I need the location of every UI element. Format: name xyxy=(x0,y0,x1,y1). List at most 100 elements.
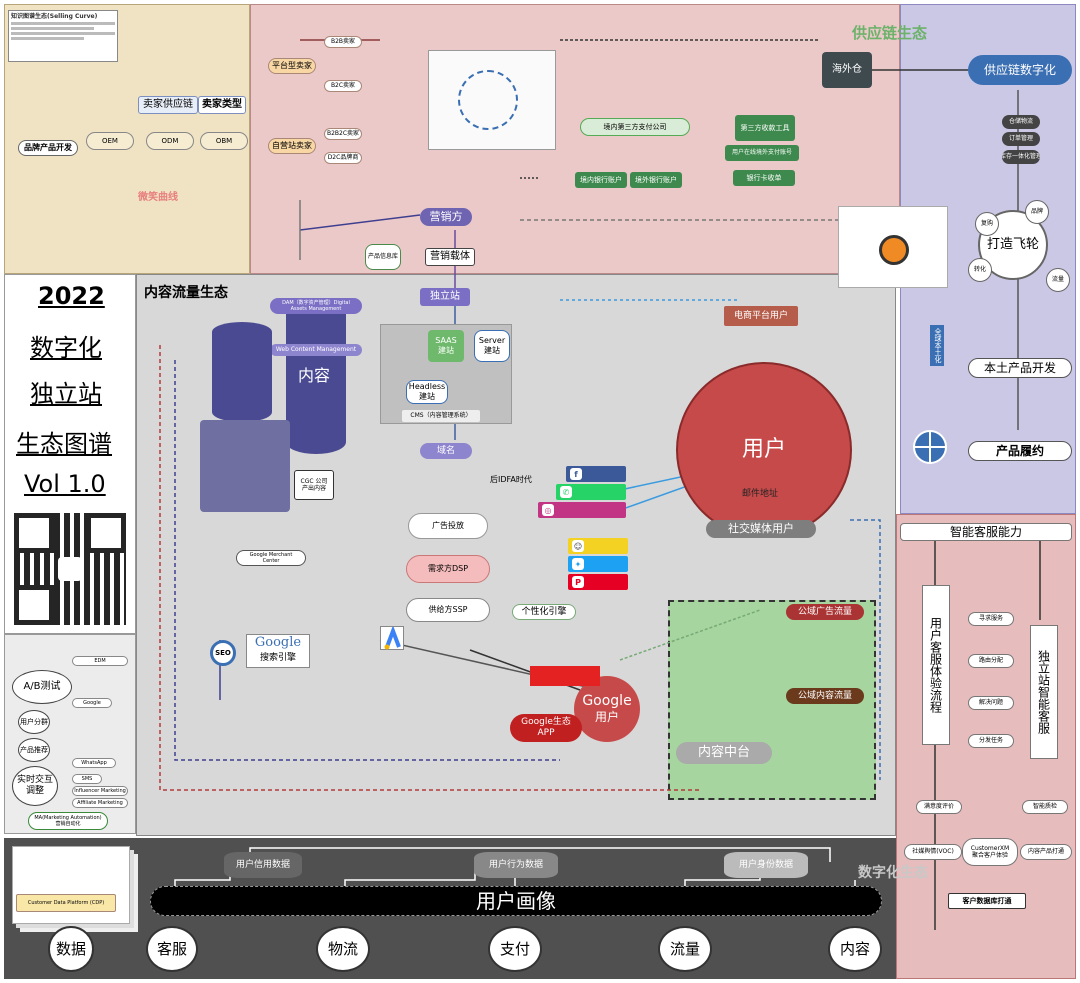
social-twitter[interactable]: ✦ xyxy=(568,556,628,572)
ma-item-influencer[interactable]: Influencer Marketing xyxy=(72,786,128,796)
marketing-carrier-pill[interactable]: 营销载体 xyxy=(425,248,475,266)
domestic-bank-pill[interactable]: 境内银行账户 xyxy=(575,172,627,188)
public-ad-traffic-pill[interactable]: 公域广告流量 xyxy=(786,604,864,620)
users-circle[interactable]: 用户 xyxy=(676,362,852,538)
cs-cdp-pill[interactable]: 客户数据库打通 xyxy=(948,893,1026,909)
ma-item-google[interactable]: Google xyxy=(72,698,112,708)
ma-pill[interactable]: MA(Marketing Automation)营销自动化 xyxy=(28,812,108,830)
cgc-box[interactable]: CGC 公司产出内容 xyxy=(294,470,334,500)
d2c-pill[interactable]: D2C品牌商 xyxy=(324,152,362,164)
odm-pill[interactable]: ODM xyxy=(146,132,194,150)
cs-content-fix-pill[interactable]: 内容产品打通 xyxy=(1020,844,1072,860)
social-facebook[interactable]: f xyxy=(566,466,626,482)
ab-test-circle[interactable]: A/B测试 xyxy=(12,670,72,704)
overseas-pay-pill[interactable]: 境内第三方支付公司 xyxy=(580,118,690,136)
social-users-pill[interactable]: 社交媒体用户 xyxy=(706,520,816,538)
third-party-pay-pill[interactable]: 第三方收款工具 xyxy=(735,115,795,141)
seller-chain-pill[interactable]: 卖家供应链 xyxy=(138,96,198,114)
seo-circle[interactable]: SEO xyxy=(210,640,236,666)
cs-step-2[interactable]: 路由分配 xyxy=(968,654,1014,668)
local-product-dev-pill[interactable]: 本土产品开发 xyxy=(968,358,1072,378)
cs-step-4[interactable]: 分发任务 xyxy=(968,734,1014,748)
self-seller-pill[interactable]: 自营站卖家 xyxy=(268,138,316,154)
cs-ai-box[interactable]: 独立站智能客服 xyxy=(1030,625,1058,759)
b2c-seller-pill[interactable]: B2C卖家 xyxy=(324,80,362,92)
social-instagram[interactable]: ◎ xyxy=(538,502,626,518)
traffic-circle[interactable]: 流量 xyxy=(658,926,712,972)
content-center-pill[interactable]: 内容中台 xyxy=(676,742,772,764)
overseas-warehouse-box[interactable]: 海外仓 xyxy=(822,52,872,88)
behavior-data-cylinder[interactable]: 用户行为数据 xyxy=(474,852,558,878)
ops-item-3[interactable]: 库存一体化管理 xyxy=(1002,150,1040,164)
ad-placement-circle[interactable]: 广告投放 xyxy=(408,513,488,539)
cs-cxm-pill[interactable]: CustomerXM 聚合客户体验 xyxy=(962,838,1018,866)
saas-site-box[interactable]: SAAS建站 xyxy=(428,330,464,362)
overseas-bank-pill[interactable]: 境外银行账户 xyxy=(630,172,682,188)
public-content-traffic-pill[interactable]: 公域内容流量 xyxy=(786,688,864,704)
google-merchant-pill[interactable]: Google Merchant Center xyxy=(236,550,306,566)
google-app-pill[interactable]: Google生态APP xyxy=(510,714,582,742)
wcm-pill[interactable]: Web Content Management xyxy=(270,344,362,356)
identity-data-cylinder[interactable]: 用户身份数据 xyxy=(724,852,808,878)
ops-item-2[interactable]: 订单管理 xyxy=(1002,132,1040,146)
cs-circle[interactable]: 客服 xyxy=(146,926,198,972)
pay-circle[interactable]: 支付 xyxy=(488,926,542,972)
bank-pay-pill[interactable]: 银行卡收单 xyxy=(733,170,795,186)
oem-pill[interactable]: OEM xyxy=(86,132,134,150)
cs-title-pill[interactable]: 智能客服能力 xyxy=(900,523,1072,541)
ma-item-edm[interactable]: EDM xyxy=(72,656,128,666)
marketing-pill[interactable]: 营销方 xyxy=(420,208,472,226)
headless-site-box[interactable]: Headless建站 xyxy=(406,380,448,404)
dsp-circle[interactable]: 需求方DSP xyxy=(406,555,490,583)
cover-year: 2022 xyxy=(38,282,105,310)
brand-dev-pill[interactable]: 品牌产品开发 xyxy=(18,140,78,156)
platform-seller-pill[interactable]: 平台型卖家 xyxy=(268,58,316,74)
cover-line-1: 数字化 xyxy=(30,334,102,362)
ecom-users-pill[interactable]: 电商平台用户 xyxy=(724,306,798,326)
cs-step-5[interactable]: 满意度评价 xyxy=(916,800,962,814)
fulfillment-pill[interactable]: 产品履约 xyxy=(968,441,1072,461)
cs-step-3[interactable]: 解决问题 xyxy=(968,696,1014,710)
live-adjust-circle[interactable]: 实时交互调整 xyxy=(12,766,58,806)
content-db-cylinder[interactable] xyxy=(286,302,346,454)
credit-data-cylinder[interactable]: 用户信用数据 xyxy=(224,852,302,878)
ma-item-whatsapp[interactable]: WhatsApp xyxy=(72,758,116,768)
google-search-box[interactable]: Google 搜索引擎 xyxy=(246,634,310,668)
personal-engine-pill[interactable]: 个性化引擎 xyxy=(512,604,576,620)
ops-item-1[interactable]: 仓储物流 xyxy=(1002,115,1040,129)
google-users-circle[interactable]: Google 用户 xyxy=(574,676,640,742)
global-localization-icon[interactable] xyxy=(913,430,947,464)
youtube-bar[interactable] xyxy=(530,666,600,686)
cs-flow-box[interactable]: 用户客服体验流程 xyxy=(922,585,950,745)
cs-step-6[interactable]: 智能质检 xyxy=(1022,800,1068,814)
dam-pill[interactable]: DAM（数字资产管理）Digital Assets Management xyxy=(270,298,362,314)
ma-item-sms[interactable]: SMS xyxy=(72,774,102,784)
content-hub-cylinder[interactable] xyxy=(212,322,272,422)
server-site-box[interactable]: Server建站 xyxy=(474,330,510,362)
b2b-seller-pill[interactable]: B2B卖家 xyxy=(324,36,362,48)
data-circle[interactable]: 数据 xyxy=(48,926,94,972)
social-whatsapp[interactable]: ✆ xyxy=(556,484,626,500)
product-rec-circle[interactable]: 产品推荐 xyxy=(18,738,50,762)
content-circle[interactable]: 内容 xyxy=(828,926,882,972)
b2b2c-seller-pill[interactable]: B2B2C卖家 xyxy=(324,128,362,140)
google-ads-icon[interactable] xyxy=(380,625,404,650)
social-pinterest[interactable]: P xyxy=(568,574,628,590)
cms-label: CMS（内容管理系统） xyxy=(402,410,480,422)
cs-step-1[interactable]: 寻求服务 xyxy=(968,612,1014,626)
ssp-circle[interactable]: 供给方SSP xyxy=(406,598,490,622)
globe-cross-icon xyxy=(915,432,945,462)
cdp-documents xyxy=(12,846,130,924)
logistics-circle[interactable]: 物流 xyxy=(316,926,370,972)
ma-item-affiliate[interactable]: Affiliate Marketing xyxy=(72,798,128,808)
cs-voc-pill[interactable]: 社媒舆情(VOC) xyxy=(904,844,962,860)
digital-supply-chain-pill[interactable]: 供应链数字化 xyxy=(968,55,1072,85)
obm-pill[interactable]: OBM xyxy=(200,132,248,150)
social-snapchat[interactable]: ☺ xyxy=(568,538,628,554)
user-account-pill[interactable]: 用户在线境外支付账号 xyxy=(725,145,799,161)
user-group-circle[interactable]: 用户分群 xyxy=(18,710,50,734)
seller-type-pill[interactable]: 卖家类型 xyxy=(198,96,246,114)
domain-pill[interactable]: 域名 xyxy=(420,443,472,459)
user-portrait-bar[interactable]: 用户画像 xyxy=(150,886,882,916)
independent-site-hex[interactable]: 独立站 xyxy=(420,288,470,306)
